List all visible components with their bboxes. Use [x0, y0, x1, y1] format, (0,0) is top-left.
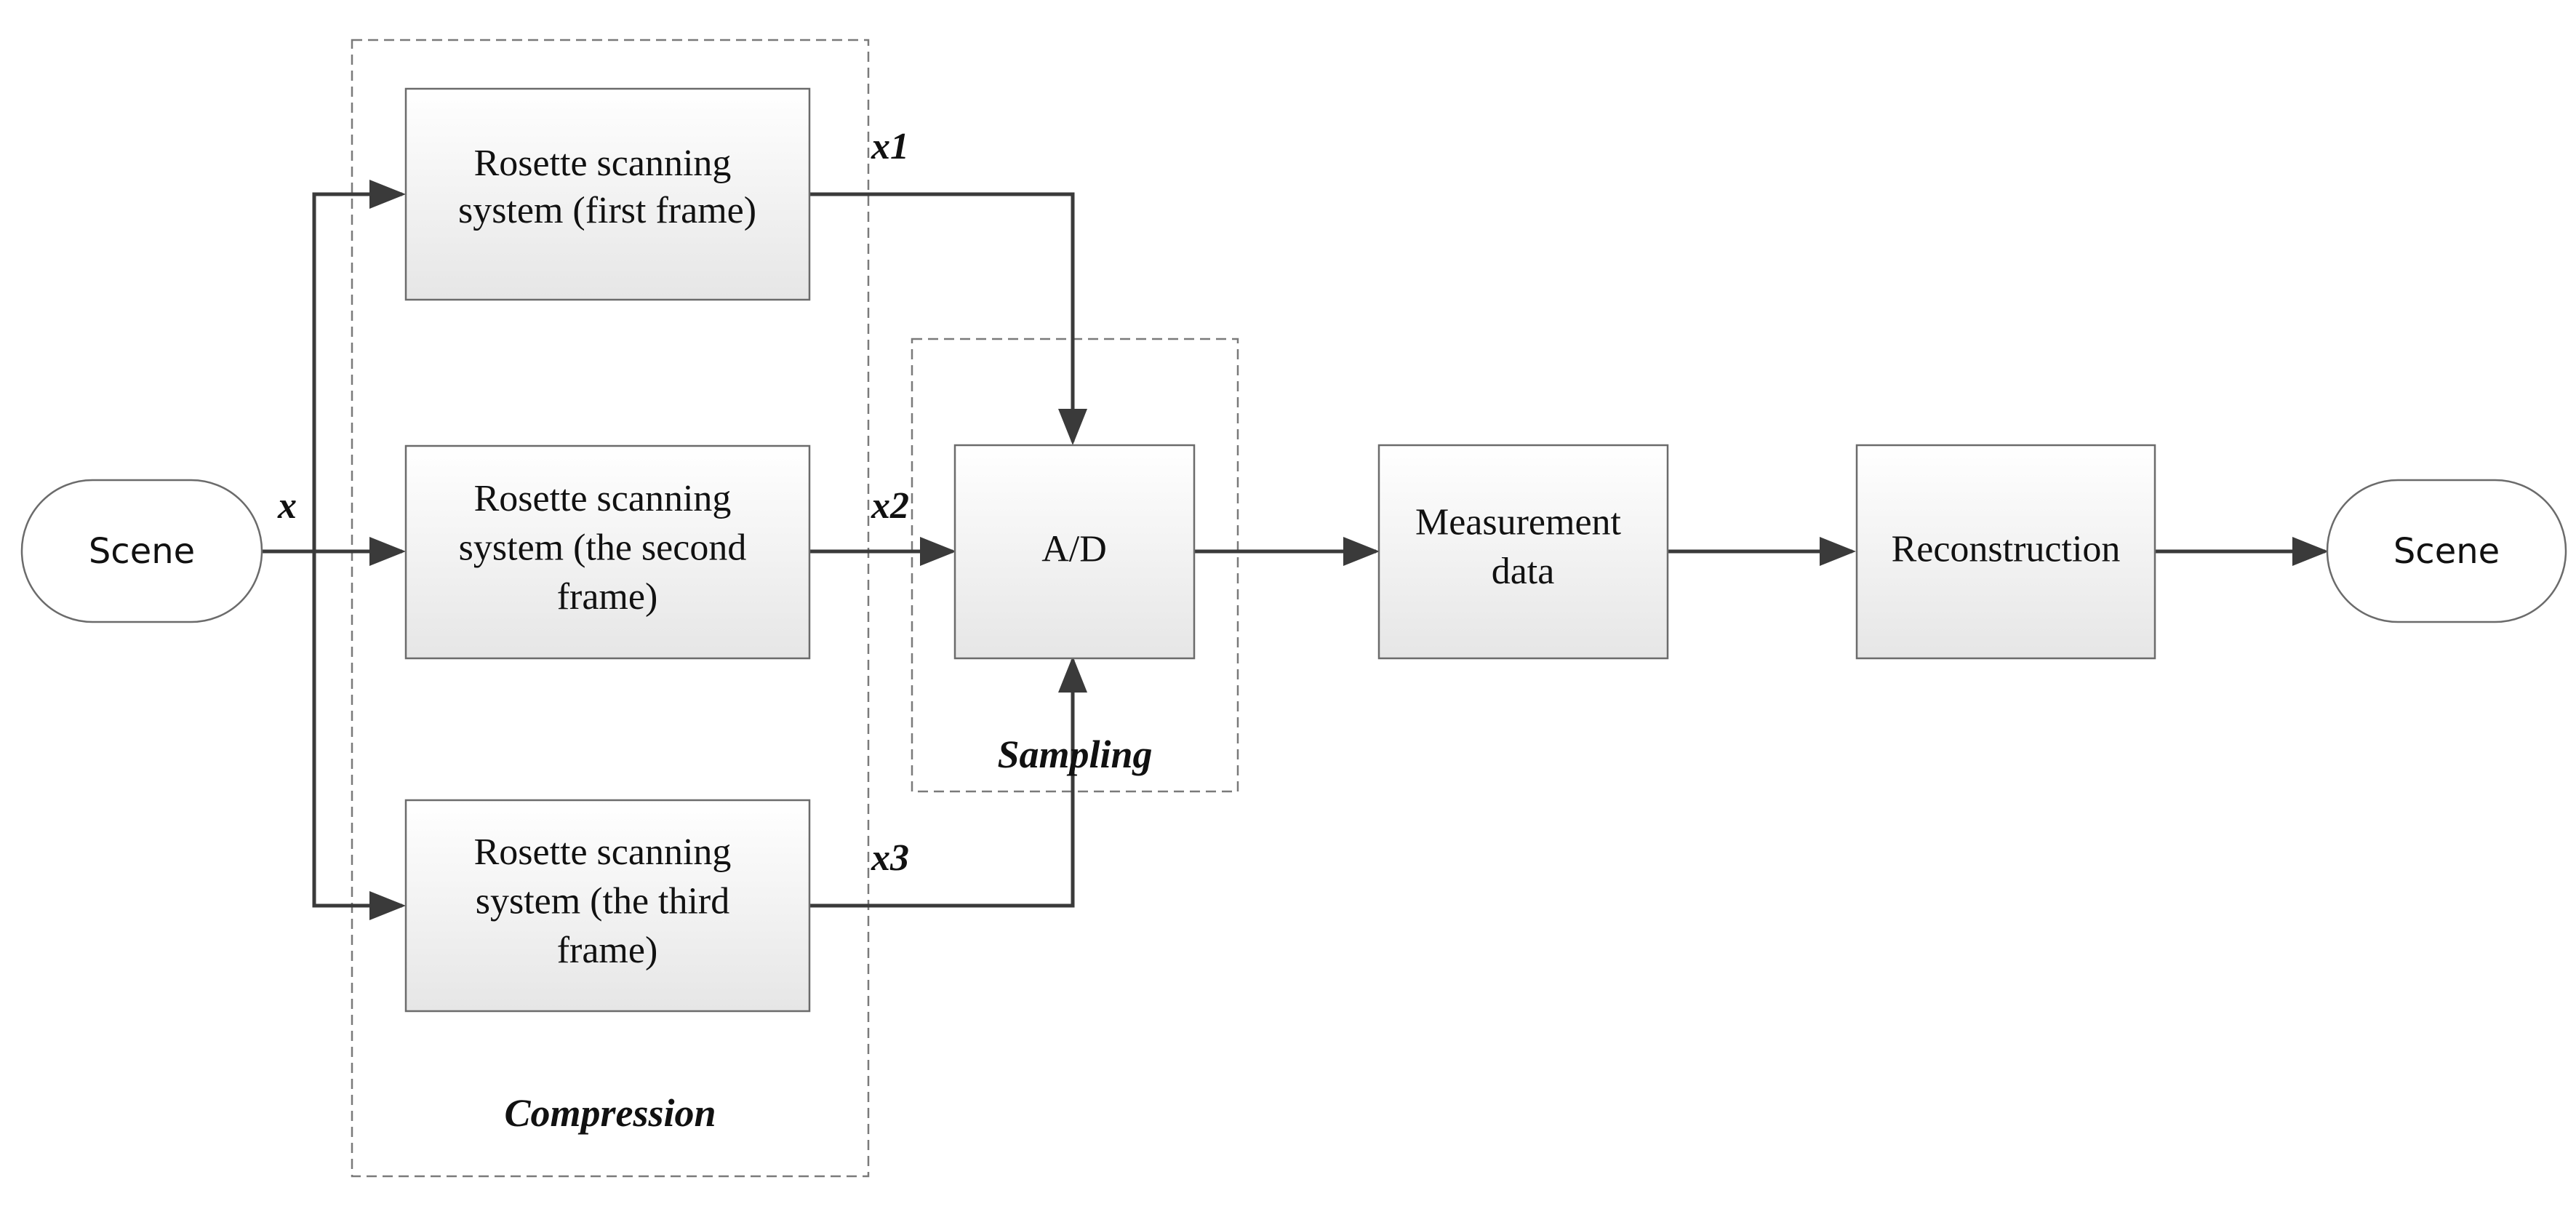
rosette-scan-frame2-box: Rosette scanning system (the second fram…: [404, 444, 811, 660]
compression-group: [351, 39, 870, 1178]
rosette-scan-frame3-box: Rosette scanning system (the third frame…: [404, 799, 811, 1013]
measurement-data-box: Measurement data: [1377, 444, 1669, 660]
edge-branch-to-scan1: [312, 180, 406, 551]
edge-label-x2: x2: [871, 485, 909, 527]
edge-branch-to-scan3: [312, 551, 406, 920]
sampling-group-label: Sampling: [997, 733, 1152, 776]
edge-label-x3: x3: [871, 837, 909, 879]
input-scene-label: Scene: [89, 531, 195, 572]
edge-label-x1: x1: [871, 126, 909, 167]
rosette-scan-frame3-label: Rosette scanning system (the third frame…: [474, 831, 741, 971]
rosette-scan-frame1-box: Rosette scanning system (first frame): [404, 87, 811, 301]
measurement-data-label: Measurement data: [1415, 502, 1631, 593]
reconstruction-label: Reconstruction: [1892, 529, 2121, 570]
output-scene-label: Scene: [2393, 531, 2500, 572]
edge-scan3-to-ad: [809, 656, 1087, 908]
compression-group-label: Compression: [504, 1091, 716, 1135]
edge-label-x: x: [277, 485, 297, 527]
rosette-scan-frame2-label: Rosette scanning system (the second fram…: [459, 478, 756, 618]
ad-converter-label: A/D: [1041, 529, 1107, 570]
edge-scan1-to-ad: [809, 192, 1087, 445]
sampling-group: [911, 338, 1239, 793]
input-scene-terminal: Scene: [20, 479, 263, 623]
ad-converter-box: A/D: [953, 444, 1196, 660]
reconstruction-box: Reconstruction: [1855, 444, 2156, 660]
output-scene-terminal: Scene: [2326, 479, 2567, 623]
rosette-scan-frame1-label: Rosette scanning system (first frame): [458, 143, 756, 231]
